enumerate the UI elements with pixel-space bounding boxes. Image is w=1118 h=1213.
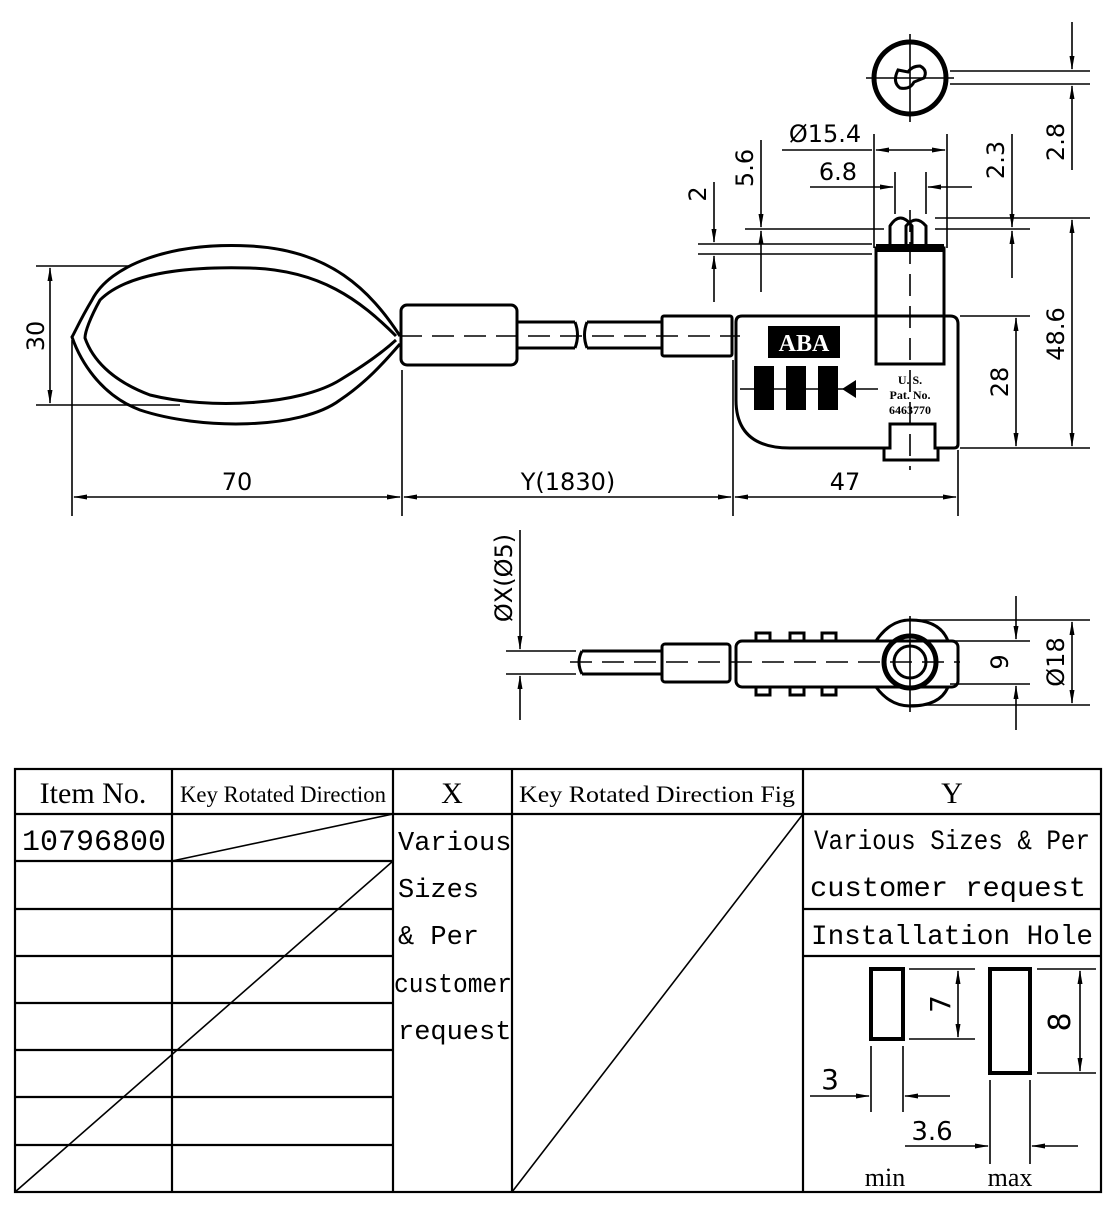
x-text-line: customer [394, 971, 512, 1001]
x-text-line: Various [398, 829, 511, 859]
dial-1 [754, 366, 774, 410]
header-x: X [441, 777, 463, 810]
max-label: max [988, 1163, 1033, 1192]
dim-cable-length: Y(1830) [520, 468, 615, 496]
header-key-rotated-direction: Key Rotated Direction [180, 782, 386, 807]
dim-lock-length: 47 [830, 468, 861, 496]
installation-hole-title: Installation Hole [811, 922, 1093, 953]
dim-body-diameter: Ø15.4 [789, 120, 861, 148]
cable [517, 320, 662, 350]
patent-line-2: Pat. No. [890, 388, 931, 402]
patent-line-1: U. S. [898, 373, 922, 387]
dial-2 [786, 366, 806, 410]
dim-2-8: 2.8 [1042, 123, 1070, 161]
dim-5-6: 5.6 [731, 149, 759, 187]
aba-logo [768, 326, 840, 358]
x-text-line: Sizes [398, 876, 479, 906]
dim-outer-diameter: Ø18 [1042, 637, 1070, 686]
dim-key-width: 6.8 [819, 158, 857, 186]
direction-arrow-icon [842, 380, 856, 398]
item-number: 10796800 [22, 826, 166, 860]
min-label: min [865, 1163, 905, 1192]
y-text-line: Various Sizes & Per [814, 827, 1090, 858]
min-width-dim: 3 [821, 1063, 839, 1096]
dim-cable-diameter: ØX(Ø5) [490, 534, 518, 622]
brand-text: ABA [779, 331, 830, 357]
dim-2: 2 [684, 186, 712, 201]
max-height-dim: 8 [1043, 1012, 1078, 1031]
dim-overall-height: 48.6 [1042, 307, 1070, 360]
patent-number: 6463770 [889, 403, 931, 417]
dim-2-3: 2.3 [982, 141, 1010, 179]
dim-loop-height: 30 [22, 321, 50, 352]
header-item-no: Item No. [40, 777, 147, 810]
bottom-view: ØX(Ø5) 9 Ø18 [490, 530, 1090, 730]
x-text-line: request [398, 1018, 511, 1048]
header-key-rotated-direction-fig: Key Rotated Direction Fig [519, 782, 796, 807]
dim-lock-height: 28 [986, 367, 1014, 398]
min-height-dim: 7 [924, 995, 957, 1013]
y-text-line: customer request [810, 874, 1086, 905]
x-text-line: & Per [398, 923, 479, 953]
max-width-dim: 3.6 [911, 1117, 952, 1147]
header-y: Y [941, 777, 963, 810]
dim-inner: 9 [986, 654, 1014, 669]
dial-3 [818, 366, 838, 410]
key-end-view [866, 34, 954, 122]
ferrule [399, 303, 519, 367]
dim-loop-length: 70 [222, 468, 253, 496]
installation-hole-figure: 7 3 8 3.6 min max [810, 967, 1096, 1192]
spec-table: Item No. Key Rotated Direction X Key Rot… [13, 767, 1103, 1194]
lock-body: ABA U. S. Pat. No. 6463770 [734, 210, 960, 470]
cable-loop [70, 244, 402, 426]
front-view: ABA U. S. Pat. No. 6463770 30 [22, 22, 1090, 516]
